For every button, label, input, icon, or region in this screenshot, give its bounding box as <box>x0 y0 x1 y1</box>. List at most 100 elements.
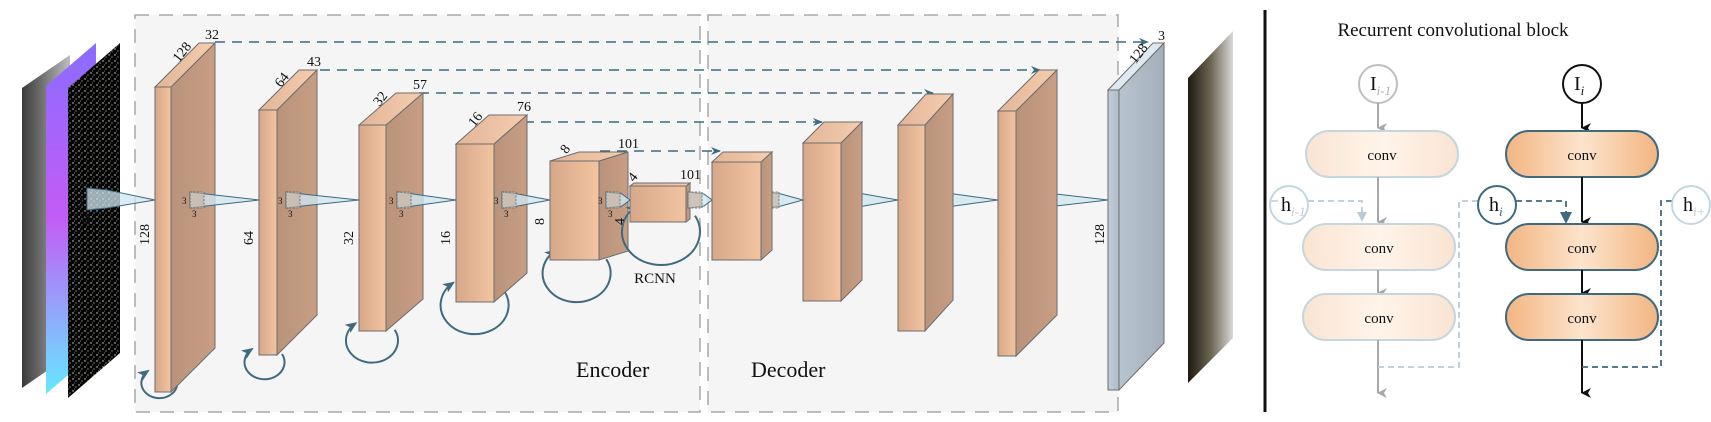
conv-kernel-1-face <box>189 191 205 209</box>
conv-prev-1-label: conv <box>1367 148 1397 164</box>
block-side-face <box>385 91 424 333</box>
rcnn-label: RCNN <box>634 271 676 287</box>
block-side-face <box>924 92 954 333</box>
input-image-stack: 33 <box>22 43 156 398</box>
block-channels-label: 57 <box>413 78 427 93</box>
block-top-face <box>710 151 774 163</box>
block-front-face <box>358 124 387 332</box>
hidden-prev-connection <box>1308 200 1363 220</box>
kernel-h-label: 3 <box>598 196 603 206</box>
conv-current-1: conv <box>1505 130 1659 178</box>
kernel-w-label: 3 <box>608 209 613 219</box>
block-channels-label: 32 <box>205 28 219 43</box>
block-front-face <box>897 124 926 332</box>
skip-connections <box>215 38 1149 155</box>
block-channels-label: 101 <box>680 168 701 183</box>
block-front-face <box>258 109 278 356</box>
conv-kernel-3-face <box>396 191 412 209</box>
hidden-node-prev: hi-1 <box>1269 185 1309 225</box>
block-side-face <box>840 120 863 303</box>
rcb-title: Recurrent convolutional block <box>1337 20 1569 41</box>
block-channels-label: 101 <box>618 137 639 152</box>
recurrent-loop-arrow <box>344 322 399 364</box>
kernel-h-label: 3 <box>278 196 283 206</box>
input-node-current: Ii <box>1562 64 1602 104</box>
kernel-w-label: 3 <box>192 209 197 219</box>
kernel-w-label: 3 <box>399 209 404 219</box>
kernel-h-label: 3 <box>389 196 394 206</box>
conv-current-1-label: conv <box>1567 148 1597 164</box>
hidden-current-out-connection <box>1582 200 1672 368</box>
hidden-prev-arrowhead <box>1357 212 1367 222</box>
conv-current-3: conv <box>1505 293 1659 341</box>
decoder-blocks <box>710 68 1059 358</box>
decoder-block-1 <box>710 150 774 262</box>
input-kernel-label-h: 3 <box>77 195 84 210</box>
block-side-label: 64 <box>242 231 257 245</box>
conv-prev-3-label: conv <box>1364 311 1394 327</box>
block-channels-label: 76 <box>517 100 531 115</box>
recurrent-loop-arrow <box>439 281 510 336</box>
conv-prev-2-label: conv <box>1364 241 1394 257</box>
output-photo <box>1188 31 1233 383</box>
block-side-label: 8 <box>533 218 548 225</box>
output-channels-label: 3 <box>1158 29 1165 44</box>
hidden-node-current-subscript: i <box>1499 204 1503 219</box>
block-side-face <box>760 150 773 262</box>
block-side-face <box>1118 41 1165 392</box>
hidden-node-current: hi <box>1477 185 1517 225</box>
conv-prev-1: conv <box>1305 130 1459 178</box>
input-node-prev: Ii-1 <box>1358 64 1398 104</box>
kernel-h-label: 3 <box>494 196 499 206</box>
conv-current-2-label: conv <box>1567 241 1597 257</box>
kernel-w-label: 3 <box>288 209 293 219</box>
block-front-face <box>802 142 842 302</box>
block-front-face <box>154 86 172 393</box>
recurrent-loop-arrow <box>541 249 612 304</box>
kernel-h-label: 3 <box>182 196 187 206</box>
hidden-prev-out-connection <box>1378 200 1478 368</box>
output-side-label: 128 <box>1093 224 1108 245</box>
block-side-face <box>276 68 318 357</box>
block-side-label: 4 <box>613 218 628 225</box>
block-side-face <box>493 113 528 304</box>
block-side-label: 16 <box>439 231 454 245</box>
conv-kernel-2-face <box>285 191 301 209</box>
kernel-w-label: 3 <box>504 209 509 219</box>
recurrent-loop-arrow <box>620 204 701 266</box>
conv-prev-2: conv <box>1302 223 1456 271</box>
conv-prev-1-shape <box>1305 130 1459 178</box>
hidden-node-next-subscript: i+ <box>1693 204 1705 219</box>
block-side-face <box>1015 68 1058 358</box>
decoder-label: Decoder <box>751 357 826 382</box>
input-node-current-label: Ii <box>1574 73 1585 98</box>
recurrent-conv-block-diagram: Ii-1 conv conv conv hi-1 Ii conv conv conv hi hi+ <box>1269 64 1711 398</box>
hidden-node-prev-circle <box>1269 185 1309 225</box>
conv-prev-3: conv <box>1302 293 1456 341</box>
decoder-block-2 <box>801 120 864 303</box>
hidden-current-arrowhead <box>1560 212 1572 224</box>
conv-current-2: conv <box>1505 223 1659 271</box>
input-node-prev-subscript: i-1 <box>1377 83 1391 98</box>
hidden-node-next: hi+ <box>1671 185 1711 225</box>
hidden-node-prev-subscript: i-1 <box>1291 204 1305 219</box>
block-front-face <box>1107 89 1120 391</box>
conv-kernel-4-face <box>501 191 517 209</box>
block-front-face <box>629 185 687 223</box>
recurrent-loop-arrow <box>240 347 286 381</box>
hidden-node-current-circle <box>1477 185 1517 225</box>
input-kernel-label-w: 3 <box>84 213 91 228</box>
block-front-face <box>997 110 1017 357</box>
block-front-face <box>549 160 600 261</box>
input-node-current-subscript: i <box>1581 83 1585 98</box>
block-channels-label: 43 <box>307 55 321 70</box>
block-front-face <box>711 161 762 261</box>
